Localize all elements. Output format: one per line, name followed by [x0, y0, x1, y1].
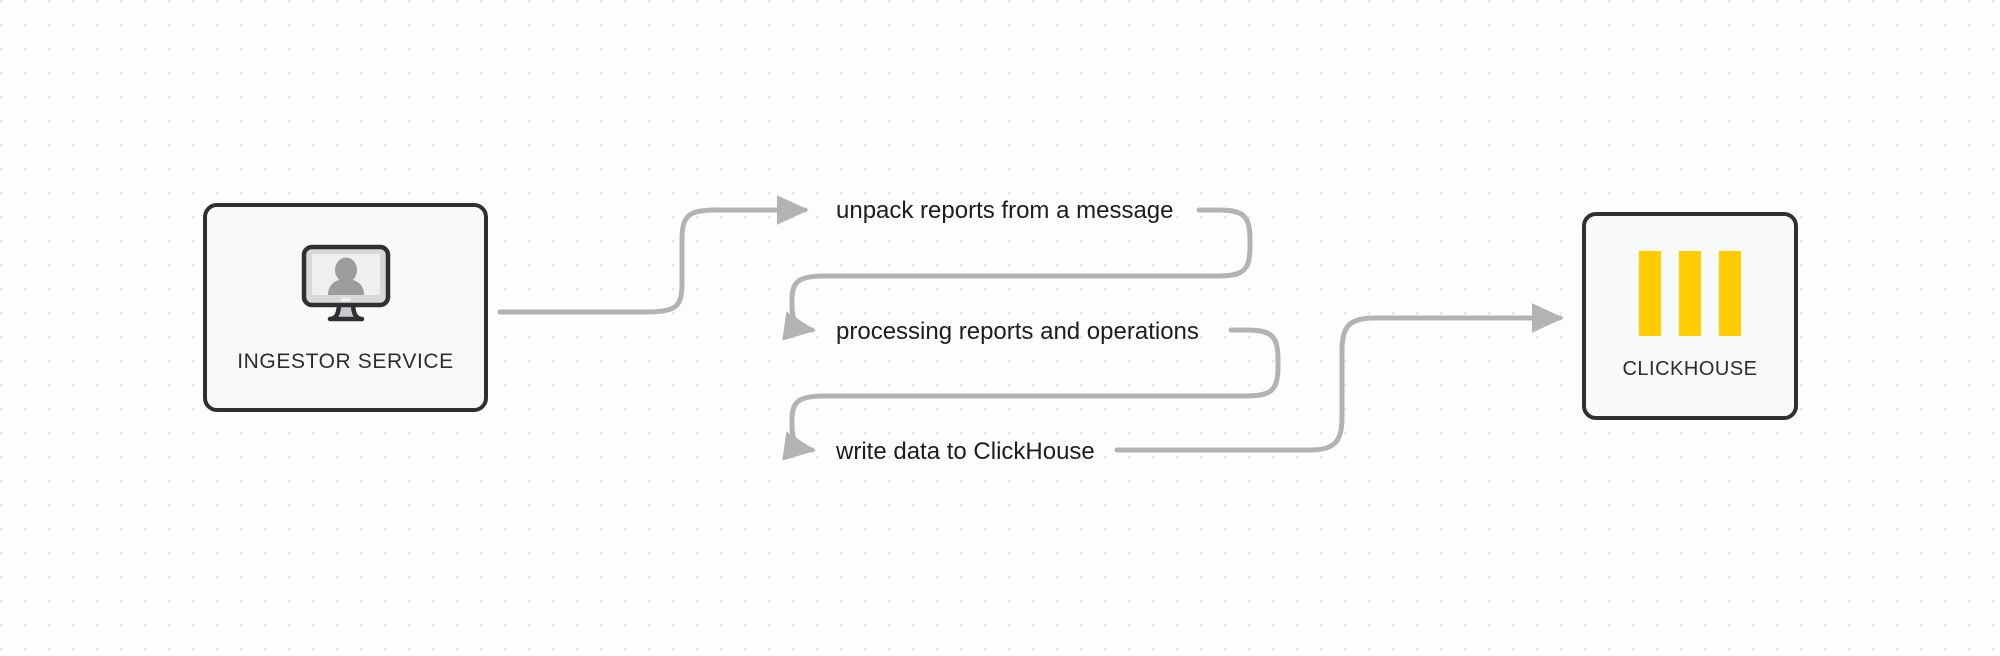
node-ingestor-service[interactable]: INGESTOR SERVICE: [203, 203, 488, 412]
edge-label-unpack-reports: unpack reports from a message: [836, 197, 1174, 224]
clickhouse-bar-2: [1679, 251, 1701, 336]
edge-label-write-data: write data to ClickHouse: [836, 438, 1095, 465]
clickhouse-bar-1: [1639, 251, 1661, 336]
clickhouse-bar-3: [1719, 251, 1741, 336]
node-clickhouse-label: CLICKHOUSE: [1622, 358, 1758, 380]
clickhouse-bars-icon: [1639, 251, 1741, 336]
connector-label-1-to-label-2: [782, 207, 1253, 341]
connector-label-3-to-clickhouse: [1114, 303, 1565, 453]
connector-label-2-to-label-3: [782, 327, 1281, 461]
monitor-user-icon: [298, 241, 394, 334]
connector-ingestor-to-label-1: [497, 195, 810, 315]
node-ingestor-service-label: INGESTOR SERVICE: [237, 350, 454, 373]
edge-label-processing-reports: processing reports and operations: [836, 318, 1199, 345]
node-clickhouse[interactable]: CLICKHOUSE: [1582, 212, 1798, 420]
